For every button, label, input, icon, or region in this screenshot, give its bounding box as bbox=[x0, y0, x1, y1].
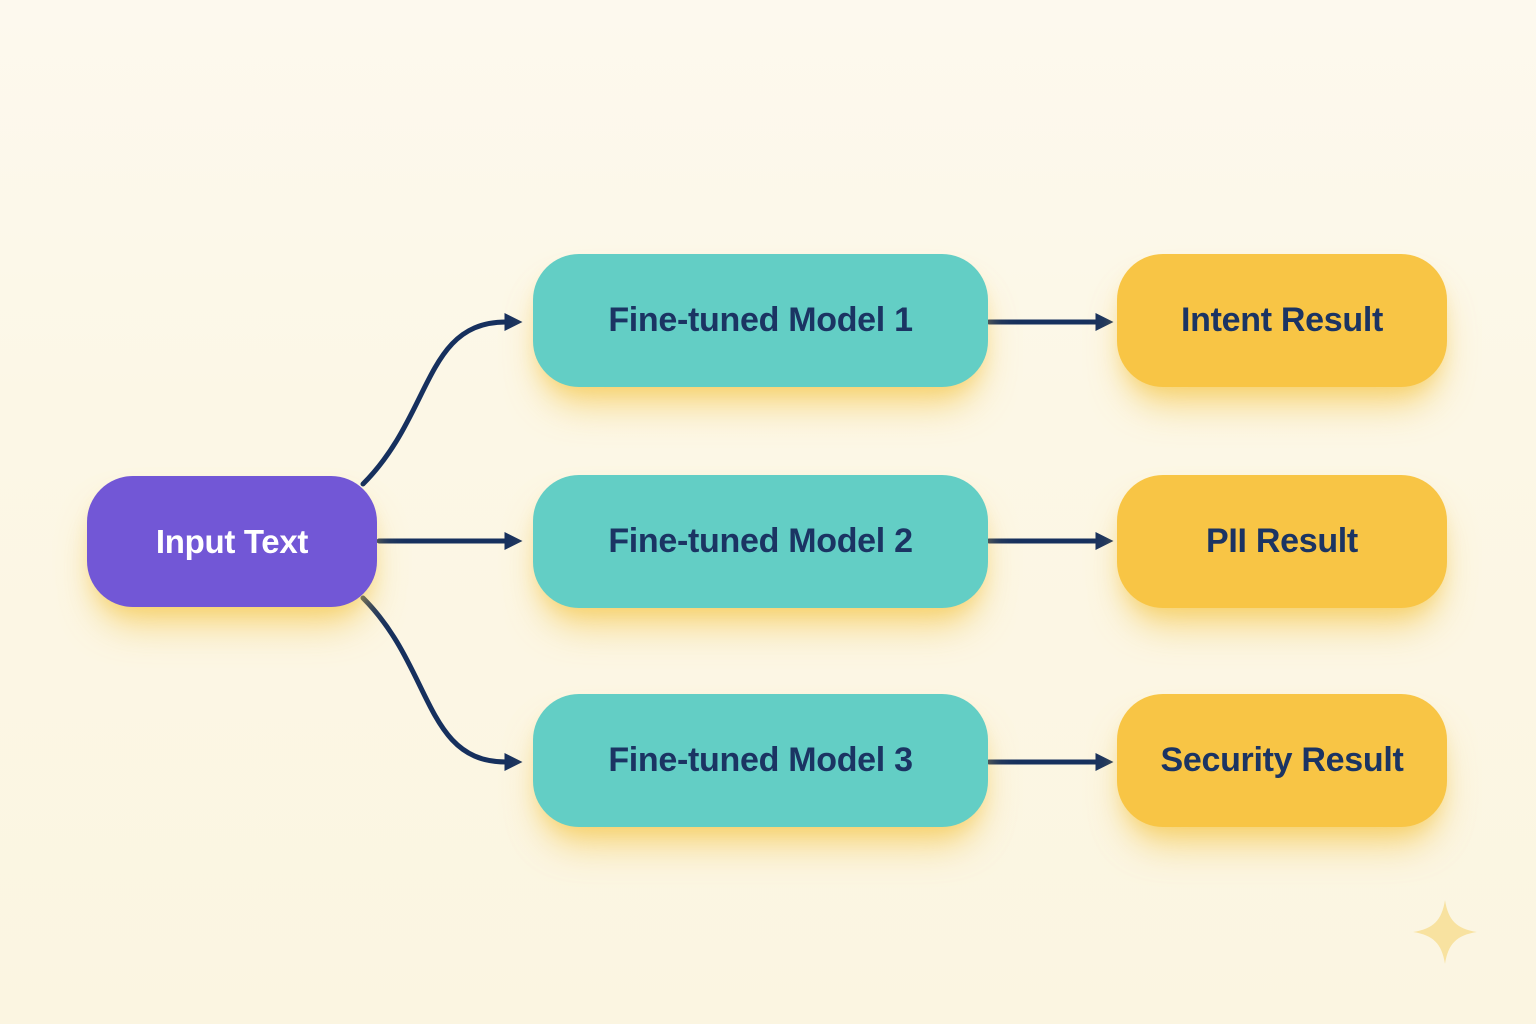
node-security-result-label: Security Result bbox=[1160, 741, 1404, 779]
node-fine-tuned-model-2: Fine-tuned Model 2 bbox=[533, 475, 988, 608]
node-input-text-label: Input Text bbox=[155, 522, 309, 560]
node-security-result: Security Result bbox=[1117, 694, 1447, 827]
node-intent-result: Intent Result bbox=[1117, 254, 1447, 387]
node-input-text: Input Text bbox=[87, 476, 377, 607]
arrow-input-to-model3 bbox=[360, 595, 523, 771]
node-intent-result-label: Intent Result bbox=[1181, 301, 1383, 339]
node-pii-result: PII Result bbox=[1117, 475, 1447, 608]
node-fine-tuned-model-3: Fine-tuned Model 3 bbox=[533, 694, 988, 827]
node-fine-tuned-model-1: Fine-tuned Model 1 bbox=[533, 254, 988, 387]
node-pii-result-label: PII Result bbox=[1206, 522, 1358, 560]
node-fine-tuned-model-3-label: Fine-tuned Model 3 bbox=[608, 741, 913, 779]
node-fine-tuned-model-1-label: Fine-tuned Model 1 bbox=[608, 301, 913, 339]
arrow-input-to-model1 bbox=[360, 313, 523, 487]
node-fine-tuned-model-2-label: Fine-tuned Model 2 bbox=[608, 522, 913, 560]
sparkle-icon bbox=[1413, 900, 1477, 964]
